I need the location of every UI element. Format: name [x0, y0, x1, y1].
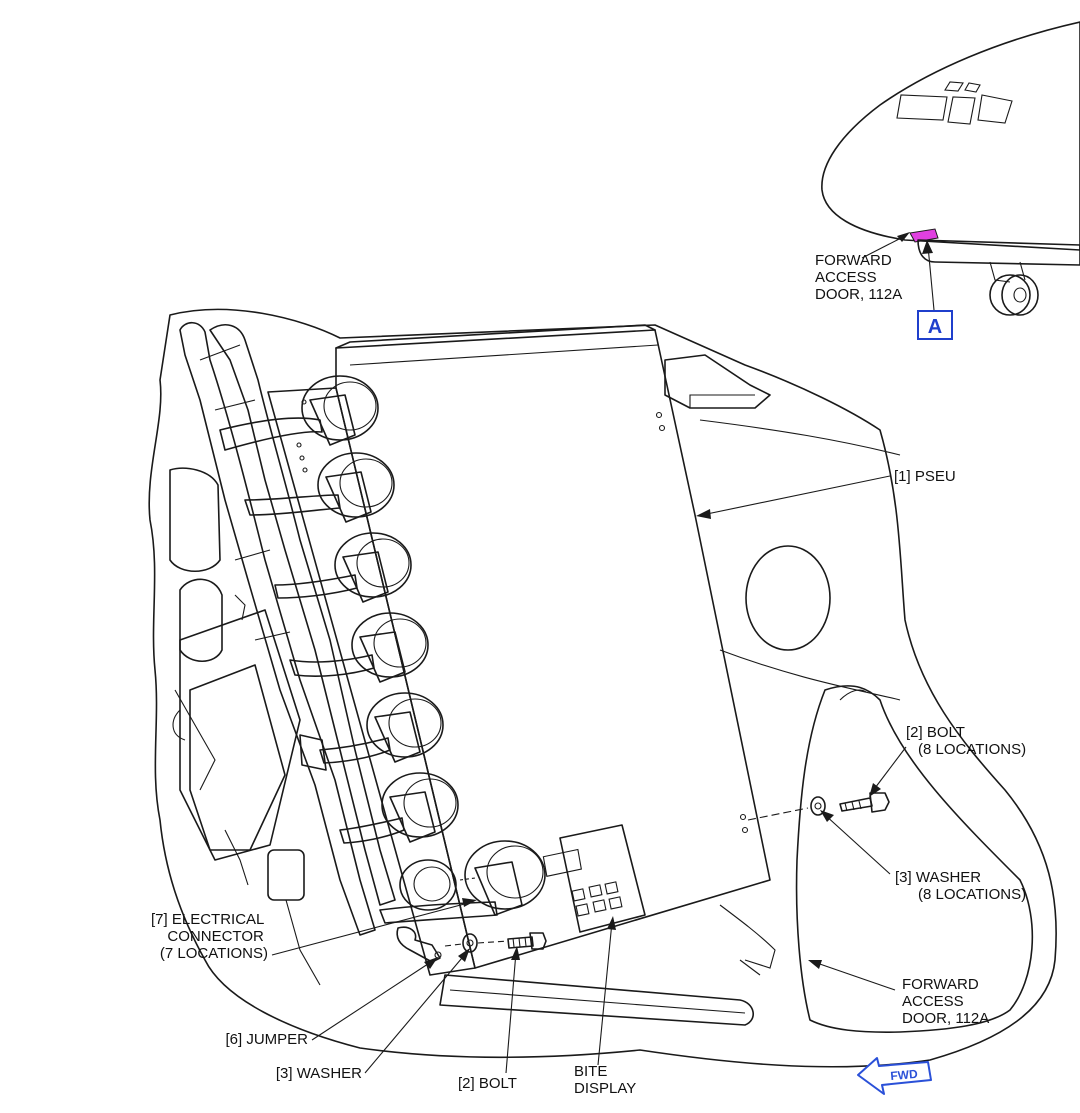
fwd-label: FWD	[890, 1067, 919, 1083]
pseu-label: [1] PSEU	[894, 468, 956, 485]
airplane-locator-view	[821, 21, 1080, 316]
bolt-right-label: [2] BOLT (8 LOCATIONS)	[906, 724, 1026, 758]
bite-display-label: BITE DISPLAY	[574, 1063, 636, 1097]
fwd-arrow: FWD	[857, 1057, 932, 1095]
airplane-nose	[821, 21, 1080, 251]
empty-receptacle	[399, 859, 457, 911]
electrical-connector	[274, 532, 412, 603]
washer-right-label: [3] WASHER (8 LOCATIONS)	[895, 869, 1026, 903]
pseu-connector-panel	[267, 387, 476, 976]
washer-bottom	[462, 933, 478, 953]
bite-display-unit	[542, 824, 646, 933]
pseu-unit	[219, 324, 771, 976]
electrical-connector	[289, 612, 429, 683]
jumper	[396, 926, 441, 963]
electrical-connector	[244, 452, 395, 523]
electrical-connector	[319, 692, 444, 764]
fwd-arrow-icon	[857, 1057, 932, 1095]
bolt-right	[839, 797, 873, 812]
access-port	[745, 545, 831, 651]
view-a-box	[917, 310, 953, 340]
bolt-bottom	[507, 936, 534, 949]
leader-lines	[271, 475, 907, 1074]
electrical-connector	[339, 772, 459, 844]
installation-area-background	[148, 308, 1057, 1068]
washer-bottom-label: [3] WASHER	[276, 1065, 362, 1082]
electrical-connector-removed	[379, 840, 546, 924]
nose-wheel-right	[1001, 274, 1039, 316]
forward-access-door-lower	[795, 685, 1034, 1033]
bolt-washer-jumper-bottom	[396, 926, 547, 963]
nose-wheel-left	[989, 274, 1031, 316]
forward-access-door-highlight	[909, 228, 939, 243]
washer-right	[810, 796, 826, 816]
bolt-washer-right	[747, 792, 890, 821]
view-a-label: A	[928, 316, 942, 338]
jumper-label: [6] JUMPER	[225, 1031, 308, 1048]
bolt-bottom-label: [2] BOLT	[458, 1075, 517, 1092]
electrical-connector-label: [7] ELECTRICAL CONNECTOR (7 LOCATIONS)	[151, 911, 268, 962]
aircraft-structure	[169, 321, 1034, 1033]
electrical-connector	[219, 375, 379, 451]
forward-access-door-bottom-label: FORWARD ACCESS DOOR, 112A	[902, 976, 989, 1027]
forward-access-door-top-label: FORWARD ACCESS DOOR, 112A	[815, 252, 902, 303]
